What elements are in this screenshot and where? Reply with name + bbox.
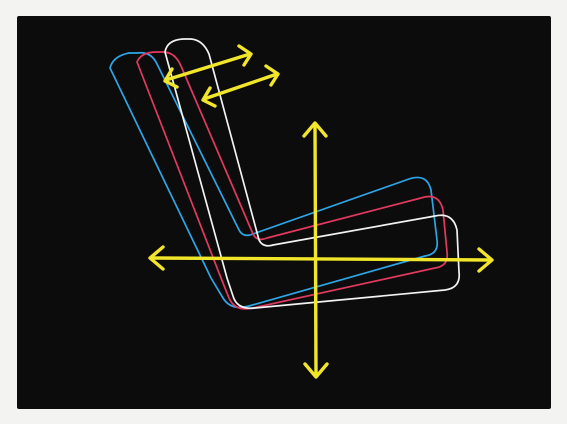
seat-outline-blue [110, 53, 437, 308]
vertical-arrow-icon [304, 123, 327, 377]
horizontal-arrow-icon [150, 247, 492, 271]
seat-outline-red [137, 52, 447, 309]
seat-outline-white [165, 39, 459, 308]
seat-adjustment-illustration [17, 16, 551, 409]
illustration-panel [17, 16, 551, 409]
